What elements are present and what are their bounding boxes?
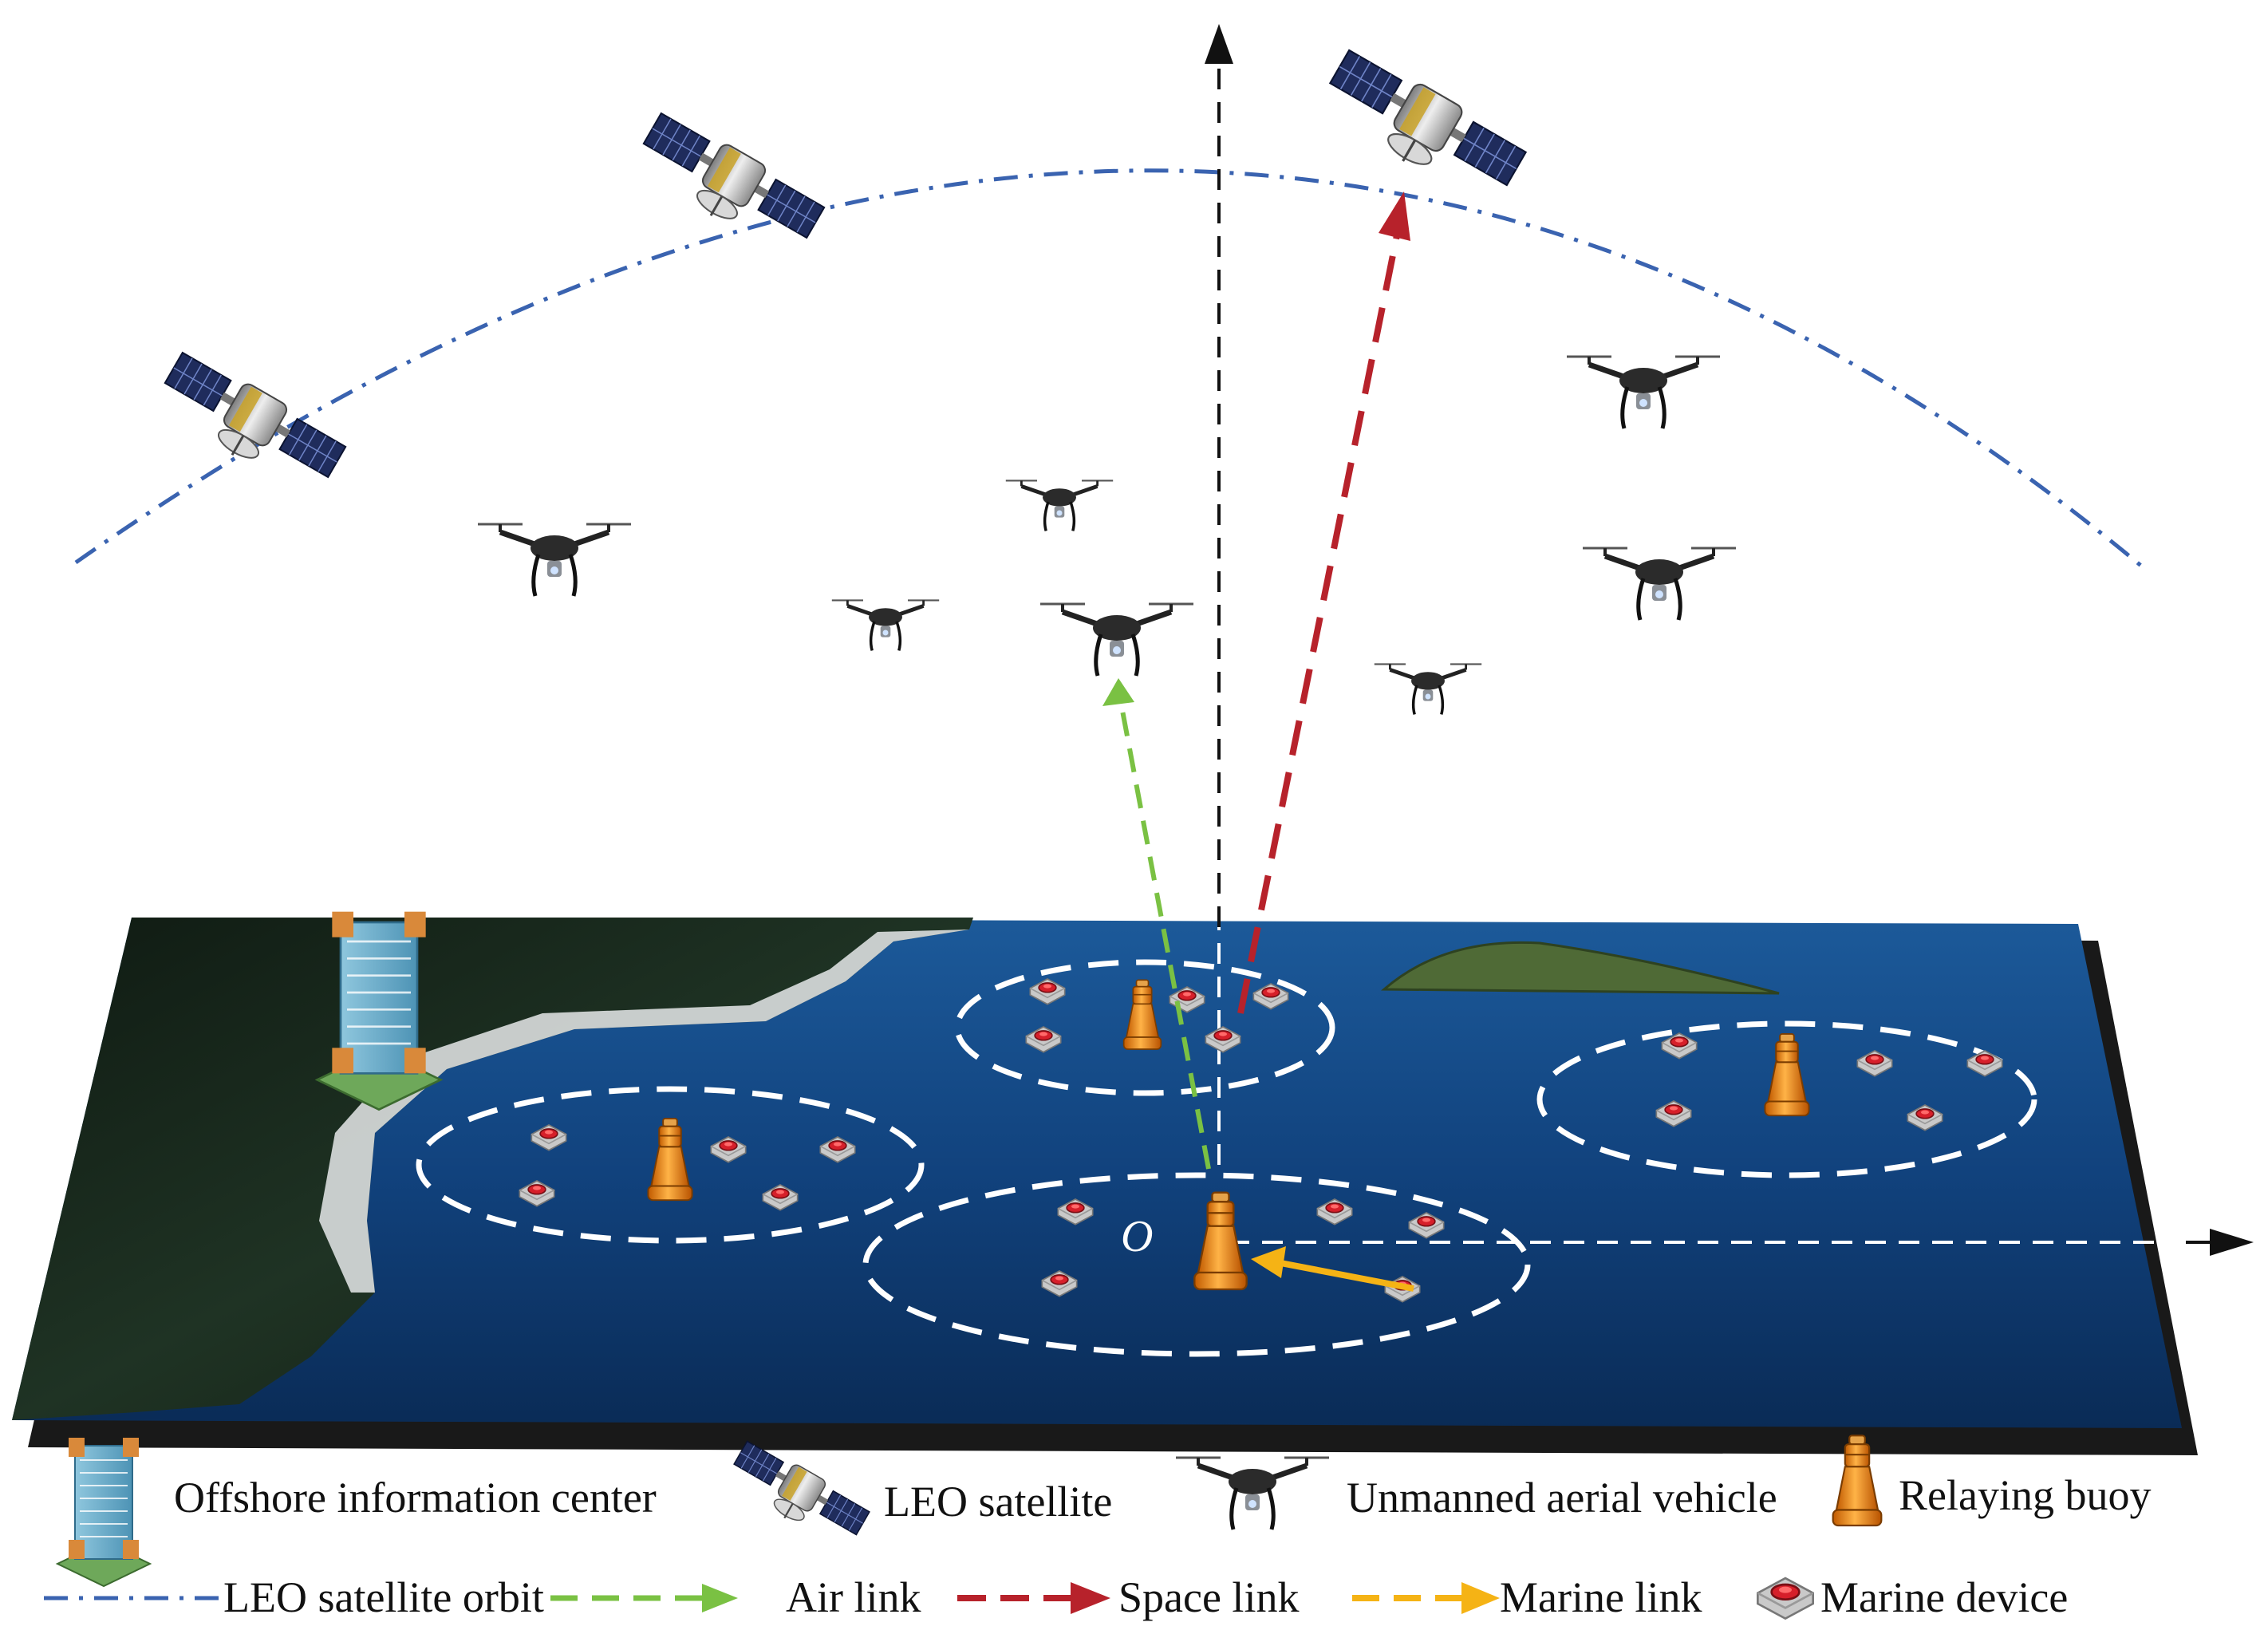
marine-link-arrow-icon <box>1352 1582 1500 1614</box>
satellite-icon <box>628 106 829 264</box>
drone-icon <box>478 524 631 596</box>
satellite-icon <box>149 345 350 503</box>
cluster-boundary <box>862 1172 1531 1357</box>
legend-label-relaying-buoy: Relaying buoy <box>1899 1471 2151 1519</box>
air-link <box>1102 678 1211 1170</box>
leo-orbit <box>74 168 2144 568</box>
cluster-boundary <box>416 1086 925 1244</box>
space-link <box>1237 191 1410 1014</box>
legend-label-orbit: LEO satellite orbit <box>223 1573 544 1621</box>
legend-label-marine-device: Marine device <box>1820 1573 2068 1621</box>
legend-label-offshore-center: Offshore information center <box>174 1474 657 1522</box>
island <box>1381 941 1780 995</box>
drone-icon <box>1583 548 1736 620</box>
legend-label-leo-satellite: LEO satellite <box>884 1478 1112 1525</box>
legend-label-uav: Unmanned aerial vehicle <box>1347 1474 1777 1522</box>
building-icon <box>57 1437 151 1587</box>
horizontal-axis <box>1229 1229 2254 1256</box>
legend-label-marine-link: Marine link <box>1500 1573 1702 1621</box>
sea-surface <box>12 918 2198 1455</box>
coastline-land <box>12 918 973 1420</box>
drone-icon <box>1567 357 1720 428</box>
marine-link <box>1251 1246 1414 1292</box>
air-link-arrow-icon <box>550 1584 738 1612</box>
cluster-boundary <box>1536 1020 2037 1178</box>
space-link-arrow-icon <box>957 1582 1110 1614</box>
marine-device-icon <box>1756 1577 1815 1620</box>
drone-icon <box>1176 1458 1329 1529</box>
drone-icon <box>1040 604 1193 676</box>
cluster-boundary <box>954 959 1335 1096</box>
legend-label-air-link: Air link <box>786 1573 921 1621</box>
drone-icon <box>1006 480 1113 531</box>
satellite-icon <box>722 1436 874 1555</box>
origin-label: O <box>1121 1212 1153 1261</box>
legend: Offshore information center LEO satellit… <box>44 1435 2151 1621</box>
legend-label-space-link: Space link <box>1118 1573 1299 1621</box>
drone-icon <box>832 600 939 650</box>
drone-icon <box>1375 664 1481 714</box>
